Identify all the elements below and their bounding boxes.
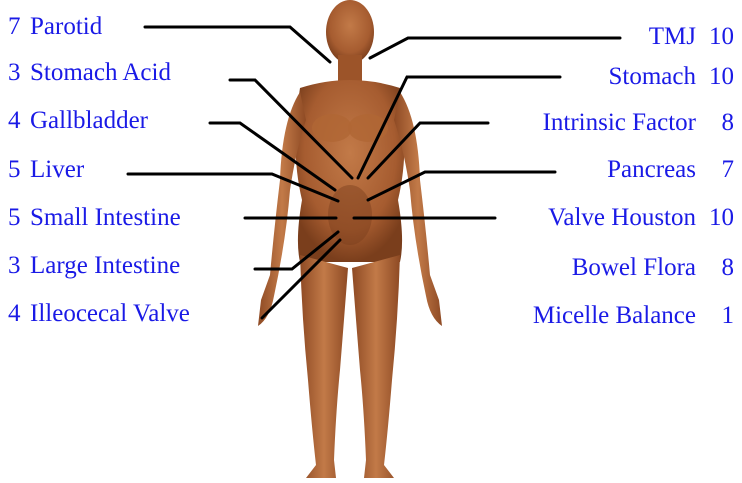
- label-number: 4: [8, 299, 30, 329]
- figure-neck: [338, 55, 362, 81]
- label-name: Large Intestine: [30, 252, 180, 279]
- label-name: Liver: [30, 156, 84, 183]
- label-pancreas: Pancreas 7: [607, 155, 734, 185]
- label-name: Pancreas: [607, 156, 696, 183]
- human-figure: [258, 0, 442, 478]
- label-name: Micelle Balance: [533, 302, 696, 329]
- label-micelle-balance: Micelle Balance 1: [533, 301, 734, 331]
- label-stomach: Stomach 10: [609, 62, 735, 92]
- label-name: Intrinsic Factor: [543, 109, 696, 136]
- label-valve-houston: Valve Houston 10: [548, 203, 734, 233]
- label-tmj: TMJ 10: [649, 22, 734, 52]
- label-number: 3: [8, 58, 30, 88]
- label-number: 10: [708, 22, 734, 52]
- label-number: 3: [8, 251, 30, 281]
- label-name: Small Intestine: [30, 204, 181, 231]
- label-number: 10: [708, 203, 734, 233]
- figure-left-arm: [258, 92, 306, 326]
- leader-line-tmj: [370, 38, 620, 58]
- label-name: TMJ: [649, 23, 696, 50]
- label-name: Gallbladder: [30, 107, 148, 134]
- figure-right-leg: [352, 255, 400, 478]
- label-name: Bowel Flora: [572, 254, 696, 281]
- label-number: 8: [708, 253, 734, 283]
- figure-left-leg: [300, 255, 348, 478]
- label-number: 8: [708, 108, 734, 138]
- label-name: Stomach: [609, 63, 697, 90]
- label-number: 5: [8, 203, 30, 233]
- figure-head: [326, 0, 374, 64]
- label-name: Parotid: [30, 13, 102, 40]
- label-number: 7: [708, 155, 734, 185]
- label-bowel-flora: Bowel Flora 8: [572, 253, 734, 283]
- label-number: 10: [708, 62, 734, 92]
- label-number: 7: [8, 12, 30, 42]
- label-name: Stomach Acid: [30, 59, 171, 86]
- label-number: 1: [708, 301, 734, 331]
- leader-line-parotid: [145, 27, 330, 62]
- label-name: Illeocecal Valve: [30, 300, 190, 327]
- label-number: 4: [8, 106, 30, 136]
- label-number: 5: [8, 155, 30, 185]
- figure-chest-shade: [312, 114, 352, 142]
- label-intrinsic-factor: Intrinsic Factor 8: [543, 108, 734, 138]
- label-name: Valve Houston: [548, 204, 696, 231]
